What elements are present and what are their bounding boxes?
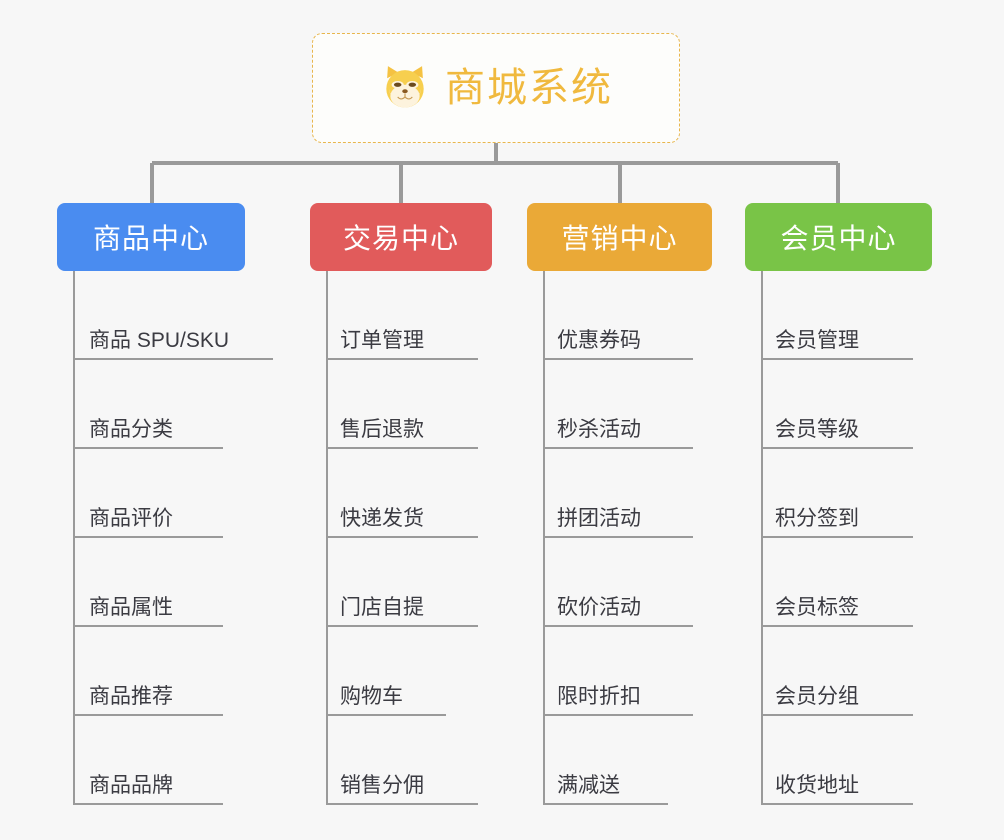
branch-item-rule <box>326 714 446 716</box>
branch-item-rule <box>761 803 913 805</box>
branch-column-member-center: 会员中心会员管理会员等级积分签到会员标签会员分组收货地址 <box>745 203 945 805</box>
branch-item-list: 订单管理售后退款快递发货门店自提购物车销售分佣 <box>310 271 520 805</box>
branch-item[interactable]: 快递发货 <box>310 449 520 538</box>
branch-spine <box>326 271 328 805</box>
branch-item[interactable]: 秒杀活动 <box>527 360 733 449</box>
branch-item-rule <box>543 536 693 538</box>
branch-header-member-center[interactable]: 会员中心 <box>745 203 932 271</box>
branch-item[interactable]: 积分签到 <box>745 449 945 538</box>
branch-item[interactable]: 商品品牌 <box>57 716 277 805</box>
branch-item-label: 商品品牌 <box>89 774 173 797</box>
branch-item[interactable]: 会员等级 <box>745 360 945 449</box>
branch-header-marketing-center[interactable]: 营销中心 <box>527 203 712 271</box>
branch-item-label: 会员等级 <box>775 418 859 441</box>
branch-item[interactable]: 商品属性 <box>57 538 277 627</box>
branch-item-rule <box>543 358 693 360</box>
branch-item-label: 商品属性 <box>89 596 173 619</box>
branch-item-list: 商品 SPU/SKU 商品分类商品评价商品属性商品推荐商品品牌 <box>57 271 277 805</box>
branch-item-label: 购物车 <box>340 685 403 708</box>
branch-item-label: 快递发货 <box>340 507 424 530</box>
root-title: 商城系统 <box>445 66 613 110</box>
branch-header-product-center[interactable]: 商品中心 <box>57 203 245 271</box>
branch-item-label: 满减送 <box>557 774 620 797</box>
branch-item-rule <box>761 625 913 627</box>
branch-item[interactable]: 订单管理 <box>310 271 520 360</box>
branch-item-label: 砍价活动 <box>557 596 641 619</box>
branch-item-label: 售后退款 <box>340 418 424 441</box>
branch-item-rule <box>73 358 273 360</box>
branch-item-label: 积分签到 <box>775 507 859 530</box>
branch-item-rule <box>543 625 693 627</box>
branch-item-rule <box>73 714 223 716</box>
branch-item-list: 会员管理会员等级积分签到会员标签会员分组收货地址 <box>745 271 945 805</box>
branch-item-rule <box>326 358 478 360</box>
branch-header-trade-center[interactable]: 交易中心 <box>310 203 492 271</box>
branch-item[interactable]: 商品 SPU/SKU <box>57 271 277 360</box>
branch-spine <box>73 271 75 805</box>
branch-item[interactable]: 商品推荐 <box>57 627 277 716</box>
branch-item-label: 订单管理 <box>340 329 424 352</box>
branch-item-label: 优惠券码 <box>557 329 641 352</box>
branch-item-rule <box>326 625 478 627</box>
branch-item[interactable]: 会员管理 <box>745 271 945 360</box>
branch-item-rule <box>761 536 913 538</box>
branch-spine <box>761 271 763 805</box>
root-node[interactable]: 商城系统 <box>312 33 680 143</box>
branch-item[interactable]: 限时折扣 <box>527 627 733 716</box>
branch-column-product-center: 商品中心商品 SPU/SKU 商品分类商品评价商品属性商品推荐商品品牌 <box>57 203 277 805</box>
branch-item[interactable]: 优惠券码 <box>527 271 733 360</box>
branch-item-label: 会员管理 <box>775 329 859 352</box>
branch-item-label: 会员分组 <box>775 685 859 708</box>
branch-item[interactable]: 拼团活动 <box>527 449 733 538</box>
branch-item[interactable]: 砍价活动 <box>527 538 733 627</box>
branch-item-label: 商品评价 <box>89 507 173 530</box>
branch-item[interactable]: 门店自提 <box>310 538 520 627</box>
branch-item-rule <box>326 803 478 805</box>
branch-item[interactable]: 满减送 <box>527 716 733 805</box>
branch-column-trade-center: 交易中心订单管理售后退款快递发货门店自提购物车销售分佣 <box>310 203 520 805</box>
branch-item-label: 商品分类 <box>89 418 173 441</box>
branch-item-list: 优惠券码秒杀活动拼团活动砍价活动限时折扣满减送 <box>527 271 733 805</box>
branch-item-label: 商品 SPU/SKU <box>89 329 230 352</box>
branch-item[interactable]: 收货地址 <box>745 716 945 805</box>
branch-column-marketing-center: 营销中心优惠券码秒杀活动拼团活动砍价活动限时折扣满减送 <box>527 203 733 805</box>
branch-item-rule <box>543 447 693 449</box>
branch-item-rule <box>73 803 223 805</box>
branch-item-label: 秒杀活动 <box>557 418 641 441</box>
branch-item[interactable]: 会员标签 <box>745 538 945 627</box>
branch-spine <box>543 271 545 805</box>
branch-item[interactable]: 购物车 <box>310 627 520 716</box>
branch-item-rule <box>761 358 913 360</box>
branch-item-rule <box>543 803 668 805</box>
branch-item-label: 门店自提 <box>340 596 424 619</box>
shiba-dog-icon <box>386 66 424 108</box>
branch-item-label: 限时折扣 <box>557 685 641 708</box>
branch-item-rule <box>543 714 693 716</box>
branch-item-label: 商品推荐 <box>89 685 173 708</box>
branch-item-rule <box>73 625 223 627</box>
branch-item-label: 销售分佣 <box>340 774 424 797</box>
branch-item-rule <box>326 536 478 538</box>
branch-item-rule <box>761 714 913 716</box>
branch-item-label: 拼团活动 <box>557 507 641 530</box>
branch-item[interactable]: 销售分佣 <box>310 716 520 805</box>
branch-item[interactable]: 售后退款 <box>310 360 520 449</box>
branch-item-rule <box>73 536 223 538</box>
branch-item[interactable]: 会员分组 <box>745 627 945 716</box>
branch-item-rule <box>761 447 913 449</box>
branch-item-rule <box>73 447 223 449</box>
branch-item[interactable]: 商品评价 <box>57 449 277 538</box>
branch-item-rule <box>326 447 478 449</box>
branch-item[interactable]: 商品分类 <box>57 360 277 449</box>
branch-item-label: 会员标签 <box>775 596 859 619</box>
branch-item-label: 收货地址 <box>775 774 859 797</box>
